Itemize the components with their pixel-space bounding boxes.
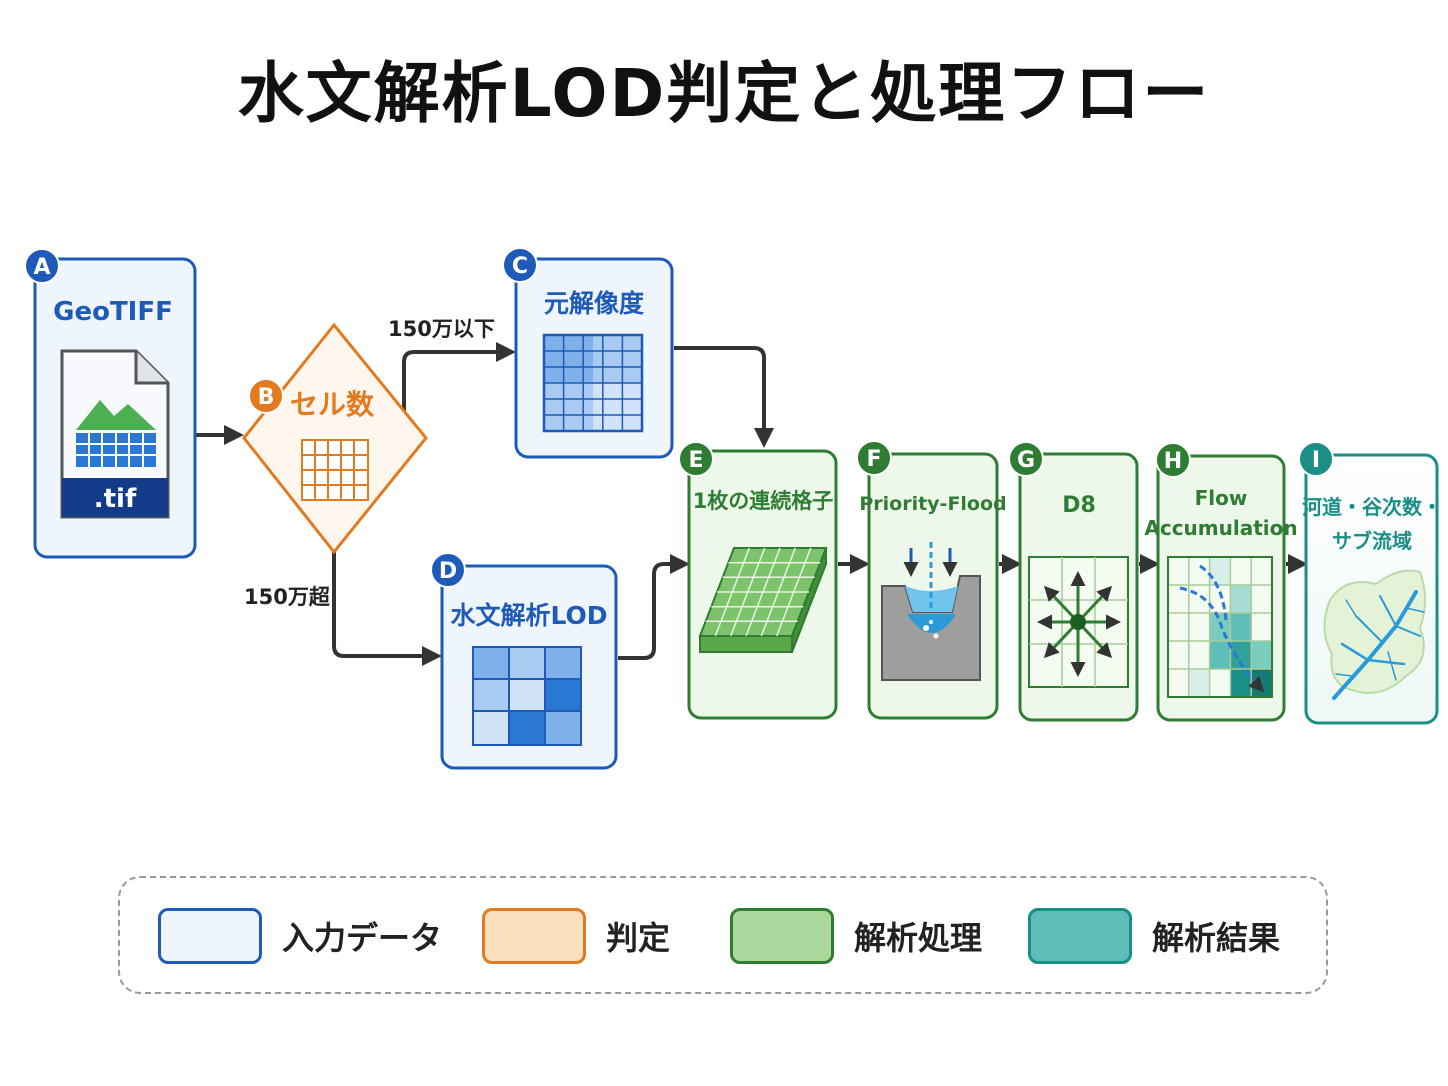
node-d-label: 水文解析LOD [450,601,607,630]
legend-item-input: 入力データ [158,906,442,966]
node-e-label: 1枚の連続格子 [693,489,834,513]
badge-f: F [866,447,881,472]
edge-label-b-to-d: 150万超 [244,585,331,609]
node-i-results: I 河道・谷次数・ サブ流域 [1298,441,1442,725]
file-ext-label: .tif [94,484,137,514]
coarse-grid-icon [472,646,582,746]
node-d-hydro-lod: D 水文解析LOD [430,552,618,770]
grid-slab-icon [698,547,828,653]
badge-i: I [1312,448,1320,473]
node-h-flow-accumulation: H Flow Accumulation [1144,442,1298,722]
flow-diagram: 150万以下 150万超 A GeoTIFF .tif B [24,247,1442,770]
legend-label-decision: 判定 [606,919,671,957]
legend: 入力データ 判定 解析処理 解析結果 [118,876,1328,994]
legend-swatch-decision [482,908,586,964]
node-c-original-resolution: C 元解像度 [502,247,674,459]
node-i-label-line1: 河道・谷次数・ [1302,495,1442,519]
node-c-label: 元解像度 [544,289,644,318]
legend-label-result: 解析結果 [1152,919,1281,957]
legend-label-process: 解析処理 [854,919,983,957]
river-network-icon [1323,569,1426,700]
badge-c: C [512,254,528,279]
node-i-label-line2: サブ流域 [1332,529,1412,553]
legend-label-input: 入力データ [282,919,443,957]
badge-g: G [1017,448,1035,473]
legend-item-decision: 判定 [482,906,670,966]
node-a-geotiff: A GeoTIFF .tif [24,248,197,559]
edge-b-to-c [402,342,516,415]
edge-c-to-e [674,346,774,448]
legend-item-result: 解析結果 [1028,906,1280,966]
node-h-label-line1: Flow [1195,486,1248,510]
legend-swatch-process [730,908,834,964]
page-title: 水文解析LOD判定と処理フロー [237,55,1211,132]
edge-b-to-d [332,552,442,666]
node-f-priority-flood: F Priority-Flood [856,440,1007,720]
node-b-label: セル数 [290,388,375,421]
node-g-label: D8 [1062,493,1096,518]
tif-file-icon: .tif [60,349,170,519]
depression-fill-icon [881,542,981,681]
fine-grid-icon [542,333,644,433]
d8-direction-icon [1028,556,1129,688]
node-h-label-line2: Accumulation [1144,516,1297,540]
badge-e: E [688,448,703,473]
edge-d-to-e [618,554,690,660]
node-f-label: Priority-Flood [859,493,1006,515]
badge-b: B [258,385,275,410]
connectors [196,342,1308,666]
badge-d: D [439,559,457,584]
node-e-continuous-grid: E 1枚の連続格子 [678,441,838,720]
badge-h: H [1164,449,1182,474]
legend-item-process: 解析処理 [730,906,982,966]
node-b-decision: B セル数 [242,322,428,555]
accumulation-grid-icon [1167,556,1273,698]
legend-swatch-input [158,908,262,964]
node-a-label: GeoTIFF [53,297,173,327]
grid-icon [301,439,369,501]
node-g-d8: G D8 [1008,441,1139,722]
legend-swatch-result [1028,908,1132,964]
badge-a: A [33,255,50,280]
edge-label-b-to-c: 150万以下 [388,317,495,341]
